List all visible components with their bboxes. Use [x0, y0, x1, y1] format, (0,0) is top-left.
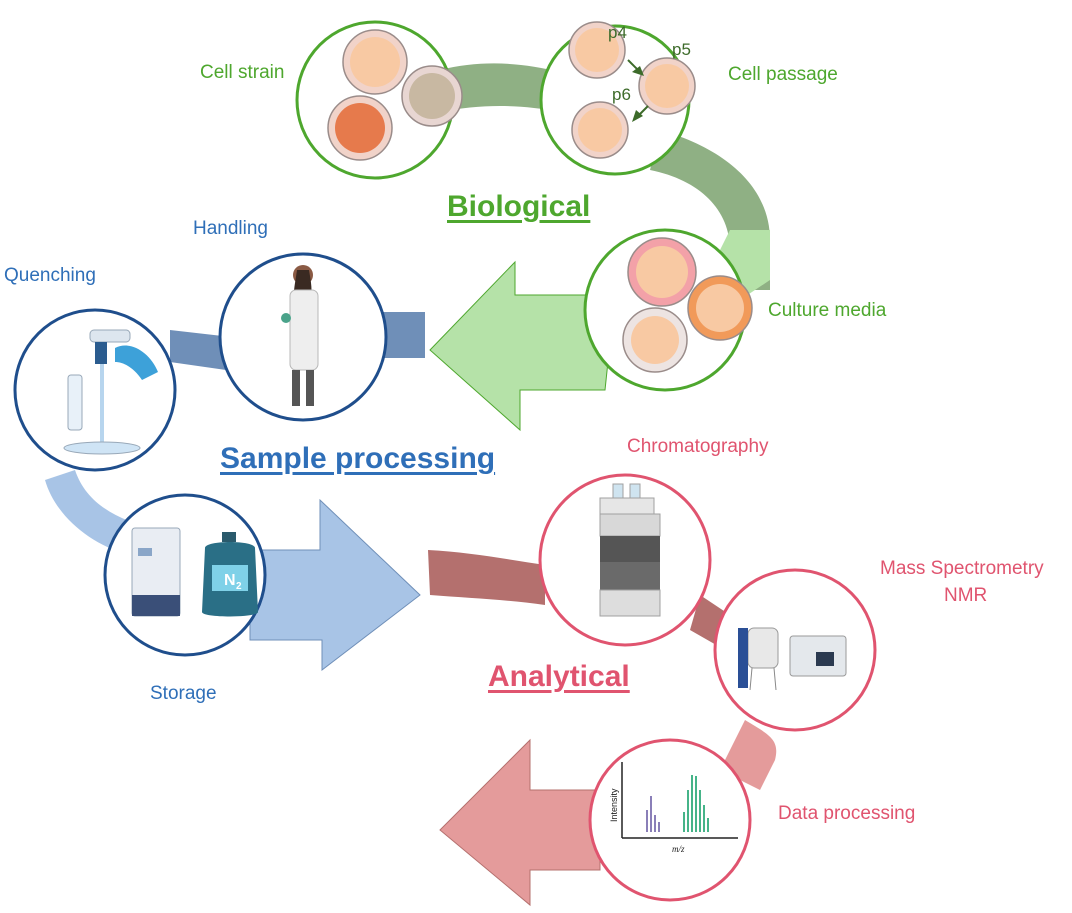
nmr-magnet-icon	[738, 627, 779, 691]
dewar-subscript: 2	[236, 581, 242, 592]
blue-ribbon-right	[380, 312, 425, 358]
freezer-icon	[131, 527, 181, 617]
quenching-circle	[13, 308, 177, 472]
data-processing-circle: Intensity m/z	[588, 738, 752, 902]
mass-spec-nmr-circle	[713, 568, 877, 732]
pink-ribbon-left	[428, 550, 545, 605]
scientist-icon	[281, 265, 319, 406]
chromatography-label: Chromatography	[627, 436, 769, 457]
spectrum-y-label: Intensity	[609, 788, 619, 822]
chromatography-circle	[538, 473, 712, 647]
mass-spectrometer-icon	[789, 635, 847, 677]
data-processing-label: Data processing	[778, 803, 916, 824]
spectrum-plot-icon: Intensity m/z	[609, 762, 738, 854]
storage-label: Storage	[150, 683, 217, 704]
passage-label-p6: p6	[612, 85, 631, 104]
handling-label: Handling	[193, 218, 268, 239]
spectrum-x-label: m/z	[672, 844, 685, 854]
section-title-biological: Biological	[447, 190, 591, 223]
hplc-instrument-icon	[599, 483, 661, 617]
pipette-icon	[63, 329, 158, 455]
passage-label-p4: p4	[608, 23, 627, 42]
cell-passage-label: Cell passage	[728, 64, 838, 85]
cell-passage-circle	[539, 21, 696, 176]
quenching-label: Quenching	[4, 265, 96, 286]
passage-label-p5: p5	[672, 40, 691, 59]
culture-media-circle	[583, 228, 753, 392]
cell-strain-label: Cell strain	[200, 62, 285, 83]
culture-media-label: Culture media	[768, 300, 887, 321]
mass-spectrometry-label: Mass Spectrometry	[880, 558, 1044, 579]
handling-circle	[218, 252, 388, 422]
dewar-label: N	[224, 572, 236, 589]
liquid-nitrogen-dewar-icon: N 2	[202, 532, 258, 617]
storage-circle: N 2	[103, 493, 267, 657]
nmr-label: NMR	[944, 585, 988, 606]
blue-arrow	[249, 498, 421, 672]
cell-strain-circle	[295, 20, 463, 180]
green-ribbon-top	[440, 63, 560, 112]
green-arrow	[429, 260, 616, 432]
section-title-analytical: Analytical	[488, 660, 630, 693]
pink-arrow	[439, 738, 601, 907]
section-title-sample-processing: Sample processing	[220, 442, 496, 475]
